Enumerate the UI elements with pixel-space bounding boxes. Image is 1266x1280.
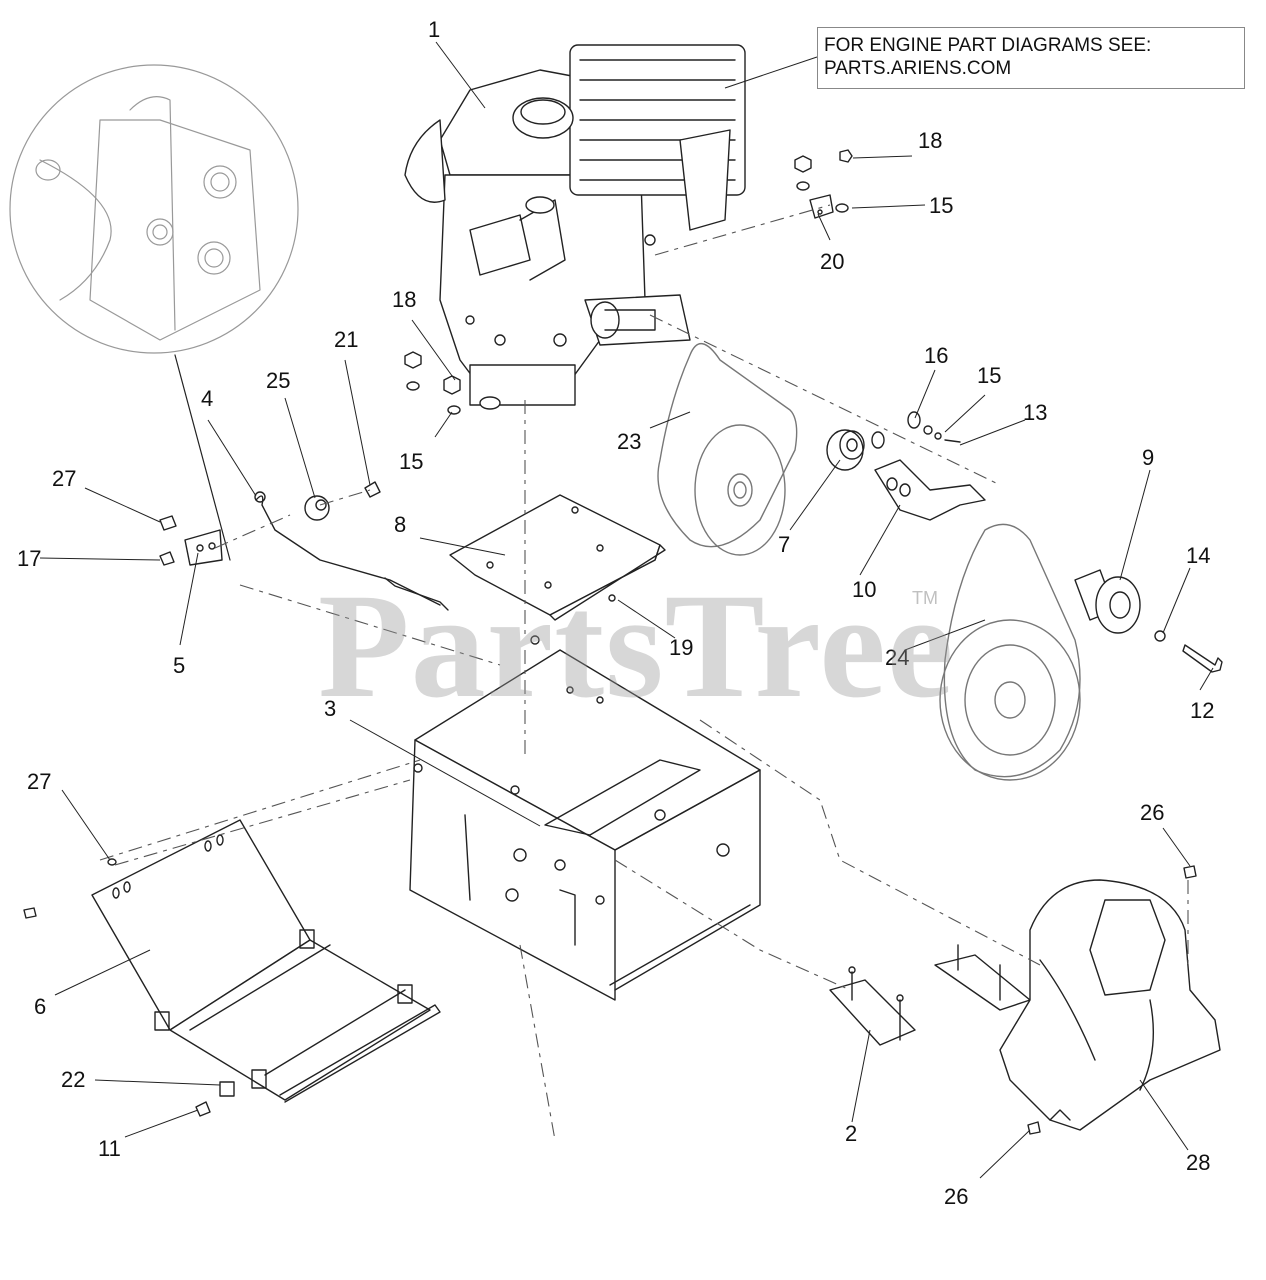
engine-part-1[interactable] (404, 44, 746, 410)
callout-13: 13 (1023, 400, 1047, 425)
pulley-guard-part-23[interactable] (657, 343, 798, 556)
callout-16: 16 (924, 343, 948, 368)
callout-20: 20 (820, 249, 844, 274)
callout-7: 7 (778, 532, 790, 557)
callout-labels: 1 2 3 4 5 6 7 8 9 10 11 12 13 14 15 15 1… (17, 17, 1214, 1209)
callout-18-top: 18 (918, 128, 942, 153)
callout-10: 10 (852, 577, 876, 602)
engine-diagram-note: FOR ENGINE PART DIAGRAMS SEE: PARTS.ARIE… (817, 27, 1245, 89)
bolt-part-12[interactable] (1154, 630, 1223, 673)
callout-18-left: 18 (392, 287, 416, 312)
callout-15-top: 15 (929, 193, 953, 218)
plate-part-2[interactable] (829, 966, 916, 1046)
callout-22: 22 (61, 1067, 85, 1092)
callout-23: 23 (617, 429, 641, 454)
callout-6: 6 (34, 994, 46, 1019)
plate-part-8[interactable] (449, 494, 666, 621)
callout-26-top: 26 (1140, 800, 1164, 825)
callout-25: 25 (266, 368, 290, 393)
callout-21: 21 (334, 327, 358, 352)
cable-part-4[interactable] (254, 491, 449, 611)
clip-part-19[interactable] (530, 594, 616, 645)
callout-27-bottom: 27 (27, 769, 51, 794)
callout-1: 1 (428, 17, 440, 42)
callout-15-right: 15 (977, 363, 1001, 388)
callout-11: 11 (98, 1136, 121, 1161)
callout-9: 9 (1142, 445, 1154, 470)
callout-2: 2 (845, 1121, 857, 1146)
leader-lines (39, 41, 1214, 1179)
idler-arm-part-10[interactable] (871, 411, 986, 521)
trademark-symbol: TM (912, 588, 938, 608)
plate-second[interactable] (934, 944, 1031, 1011)
hardware-18-15-20[interactable] (794, 149, 853, 219)
bracket-part-5[interactable] (159, 515, 223, 566)
callout-28: 28 (1186, 1150, 1210, 1175)
pulley-part-24[interactable] (939, 523, 1081, 781)
screw-part-21[interactable] (364, 481, 381, 498)
callout-19: 19 (669, 635, 693, 660)
note-line-1: FOR ENGINE PART DIAGRAMS SEE: (824, 35, 1152, 56)
callout-8: 8 (394, 512, 406, 537)
hardware-18-15-left[interactable] (404, 351, 461, 415)
frame-part-3[interactable] (409, 649, 761, 1001)
hub-part-9[interactable] (1074, 569, 1141, 634)
callout-14: 14 (1186, 543, 1210, 568)
spacer-part-25[interactable] (304, 495, 330, 521)
note-line-2: PARTS.ARIENS.COM (824, 58, 1012, 79)
callout-27-top: 27 (52, 466, 76, 491)
detail-inset (9, 64, 299, 561)
callout-15-left: 15 (399, 449, 423, 474)
hardware-22-11-27[interactable] (23, 858, 235, 1117)
chute-housing-part-28[interactable] (999, 879, 1221, 1131)
partstree-watermark: PartsTree (318, 563, 955, 729)
callout-26-bottom: 26 (944, 1184, 968, 1209)
callout-17: 17 (17, 546, 41, 571)
assembly-lines (99, 204, 1189, 1141)
skid-plate-part-6[interactable] (91, 819, 441, 1103)
callout-3: 3 (324, 696, 336, 721)
pulley-part-7[interactable] (826, 429, 865, 471)
callout-5: 5 (173, 653, 185, 678)
callout-4: 4 (201, 386, 213, 411)
callout-24: 24 (885, 645, 909, 670)
callout-12: 12 (1190, 698, 1214, 723)
